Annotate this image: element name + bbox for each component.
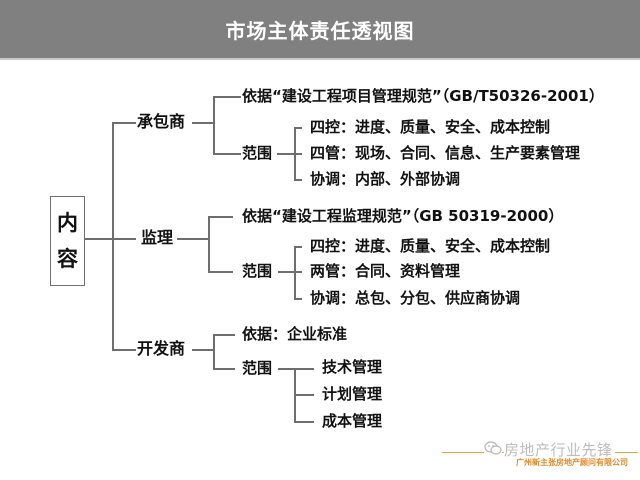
developer-scope-item: 技术管理 xyxy=(322,357,383,377)
connector xyxy=(213,96,241,98)
connector xyxy=(112,122,136,124)
connector xyxy=(192,349,213,351)
connector xyxy=(85,238,112,240)
connector xyxy=(294,246,296,299)
connector xyxy=(177,238,208,240)
watermark: 房地产行业先锋 广州新主张房地产顾问有限公司 xyxy=(440,436,640,472)
connector xyxy=(208,216,210,272)
connector xyxy=(294,298,302,300)
wechat-icon xyxy=(484,441,502,459)
supervision-scope-item: 协调：总包、分包、供应商协调 xyxy=(310,288,521,308)
connector xyxy=(213,334,235,336)
connector xyxy=(294,394,314,396)
page-title: 市场主体责任透视图 xyxy=(225,18,415,43)
root-char: 内 xyxy=(57,211,78,235)
contractor-scope-item: 协调：内部、外部协调 xyxy=(310,169,461,189)
connector xyxy=(213,334,215,369)
connector xyxy=(278,271,302,273)
contractor-scope-item: 四管：现场、合同、信息、生产要素管理 xyxy=(310,143,581,163)
connector xyxy=(213,368,235,370)
developer-basis: 依据：企业标准 xyxy=(242,324,348,344)
title-bar: 市场主体责任透视图 xyxy=(0,0,640,60)
contractor-basis: 依据“建设工程项目管理规范”（GB/T50326-2001） xyxy=(242,86,604,106)
connector xyxy=(294,127,296,180)
connector xyxy=(294,246,302,248)
connector xyxy=(294,127,302,129)
developer-scope-item: 计划管理 xyxy=(322,384,383,404)
connector xyxy=(112,349,136,351)
developer-scope-label: 范围 xyxy=(242,358,273,378)
node-supervision: 监理 xyxy=(141,228,174,248)
contractor-scope-item: 四控：进度、质量、安全、成本控制 xyxy=(310,117,551,137)
connector xyxy=(208,216,233,218)
developer-scope-item: 成本管理 xyxy=(322,411,383,431)
connector xyxy=(213,96,215,154)
node-developer: 开发商 xyxy=(137,339,186,359)
root-node-content: 内 容 xyxy=(50,196,85,286)
supervision-scope-item: 两管：合同、资料管理 xyxy=(310,261,461,281)
node-contractor: 承包商 xyxy=(137,112,186,132)
supervision-scope-label: 范围 xyxy=(242,261,273,281)
connector xyxy=(192,122,213,124)
connector xyxy=(294,421,314,423)
connector xyxy=(213,153,241,155)
watermark-slogan: 房地产行业先锋 xyxy=(504,439,615,460)
supervision-scope-item: 四控：进度、质量、安全、成本控制 xyxy=(310,236,551,256)
watermark-company: 广州新主张房地产顾问有限公司 xyxy=(516,458,628,467)
connector xyxy=(278,368,314,370)
connector xyxy=(208,271,233,273)
connector xyxy=(277,153,302,155)
supervision-basis: 依据“建设工程监理规范”（GB 50319-2000） xyxy=(242,206,564,226)
contractor-scope-label: 范围 xyxy=(242,143,273,163)
connector xyxy=(294,179,302,181)
connector xyxy=(112,238,136,240)
root-char: 容 xyxy=(57,247,78,271)
connector xyxy=(112,122,114,350)
